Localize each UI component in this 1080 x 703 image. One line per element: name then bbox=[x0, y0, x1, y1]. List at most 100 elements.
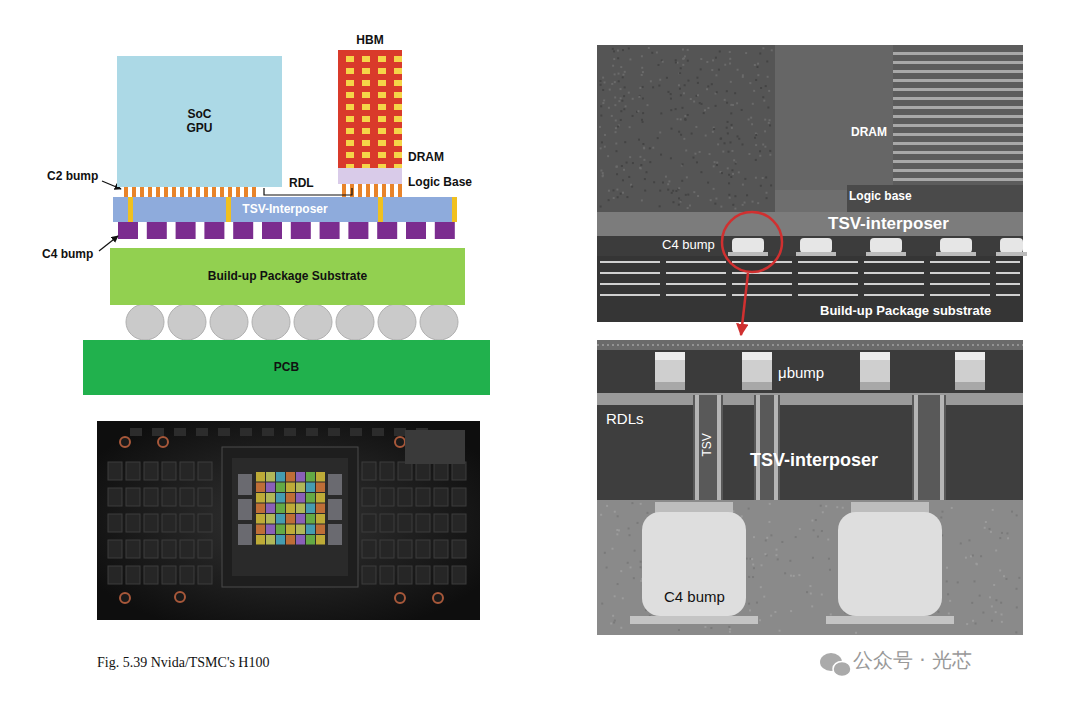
grain bbox=[991, 620, 993, 622]
speckle bbox=[759, 150, 761, 152]
speckle bbox=[706, 88, 708, 90]
screw bbox=[433, 593, 443, 603]
speckle bbox=[760, 185, 762, 187]
power-stage bbox=[144, 566, 158, 584]
speckle bbox=[659, 205, 661, 207]
bump-pad bbox=[996, 252, 1027, 256]
c4-bump bbox=[377, 222, 397, 239]
dram-cell bbox=[386, 92, 394, 98]
c2-bump bbox=[228, 187, 232, 197]
speckle bbox=[727, 121, 729, 123]
power-stage bbox=[108, 462, 122, 480]
logic-base-section bbox=[847, 185, 1023, 212]
speckle bbox=[624, 86, 626, 88]
hbm-die bbox=[328, 474, 342, 495]
grain bbox=[769, 503, 771, 505]
speckle bbox=[620, 97, 622, 99]
speckle bbox=[617, 196, 619, 198]
sem-label: TSV-interposer bbox=[828, 214, 949, 234]
component bbox=[262, 428, 274, 436]
grain bbox=[989, 596, 991, 598]
grain bbox=[982, 612, 984, 614]
grain bbox=[600, 514, 602, 516]
power-stage bbox=[452, 566, 466, 584]
sem-label: Build-up Package substrate bbox=[820, 304, 991, 319]
speckle bbox=[757, 74, 759, 76]
dram-cell bbox=[346, 56, 354, 62]
dram-layer bbox=[893, 115, 1023, 118]
tsv bbox=[452, 197, 457, 222]
speckle bbox=[742, 204, 744, 206]
speckle bbox=[649, 147, 651, 149]
grain bbox=[1016, 588, 1018, 590]
speckle bbox=[687, 114, 689, 116]
c2-bump bbox=[148, 187, 152, 197]
tsv bbox=[128, 197, 133, 222]
grain bbox=[601, 603, 603, 605]
power-stage bbox=[108, 566, 122, 584]
speckle bbox=[666, 77, 668, 79]
grain bbox=[741, 515, 743, 517]
power-stage bbox=[416, 566, 430, 584]
sem-ground bbox=[597, 45, 1023, 322]
solder-ball bbox=[420, 304, 458, 340]
speckle bbox=[762, 96, 764, 98]
grain bbox=[985, 521, 987, 523]
bump-pad bbox=[936, 252, 976, 256]
dram-cell bbox=[394, 92, 402, 98]
grain bbox=[777, 558, 779, 560]
speckle bbox=[631, 186, 633, 188]
grain bbox=[947, 593, 949, 595]
speckle bbox=[767, 106, 769, 108]
grain bbox=[617, 515, 619, 517]
speckle bbox=[657, 137, 659, 139]
speckle bbox=[624, 71, 626, 73]
grain bbox=[763, 596, 765, 598]
screw bbox=[158, 437, 168, 447]
grain bbox=[766, 537, 768, 539]
connector bbox=[405, 430, 465, 464]
screw bbox=[395, 437, 405, 447]
power-stage bbox=[398, 514, 412, 532]
speckle bbox=[768, 122, 770, 124]
dram-cell bbox=[394, 56, 402, 62]
rdl-layer bbox=[597, 393, 1023, 405]
package-substrate: Build-up Package Substrate bbox=[110, 248, 465, 305]
underfill bbox=[775, 45, 893, 190]
figure-caption: Fig. 5.39 Nvida/TSMC's H100 bbox=[97, 655, 269, 671]
speckle bbox=[644, 190, 646, 192]
dram-cell bbox=[338, 92, 346, 98]
dram-cell bbox=[354, 92, 362, 98]
speckle bbox=[607, 155, 609, 157]
speckle bbox=[735, 163, 737, 165]
power-stage bbox=[452, 462, 466, 480]
speckle bbox=[675, 61, 677, 63]
grain bbox=[759, 619, 761, 621]
grain bbox=[728, 626, 730, 628]
grain bbox=[974, 580, 976, 582]
c4-bump bbox=[204, 222, 224, 239]
speckle bbox=[767, 76, 769, 78]
board bbox=[97, 421, 480, 620]
dram-cell bbox=[370, 92, 378, 98]
part-label: C2 bump bbox=[47, 170, 98, 184]
dram-cell bbox=[394, 116, 402, 122]
dram-layer bbox=[893, 70, 1023, 73]
speckle bbox=[641, 67, 643, 69]
grain bbox=[627, 562, 629, 564]
grain bbox=[790, 610, 792, 612]
speckle bbox=[710, 199, 712, 201]
speckle bbox=[659, 131, 661, 133]
speckle bbox=[730, 81, 732, 83]
sem-ground bbox=[597, 340, 1023, 635]
speckle bbox=[716, 162, 718, 164]
power-stage bbox=[108, 514, 122, 532]
speckle bbox=[712, 59, 714, 61]
dram-cell bbox=[394, 80, 402, 86]
c4-bump bbox=[118, 222, 138, 239]
speckle bbox=[720, 138, 722, 140]
speckle bbox=[618, 100, 620, 102]
die-tile bbox=[296, 483, 305, 493]
dram-layer bbox=[338, 62, 402, 68]
speckle bbox=[623, 108, 625, 110]
